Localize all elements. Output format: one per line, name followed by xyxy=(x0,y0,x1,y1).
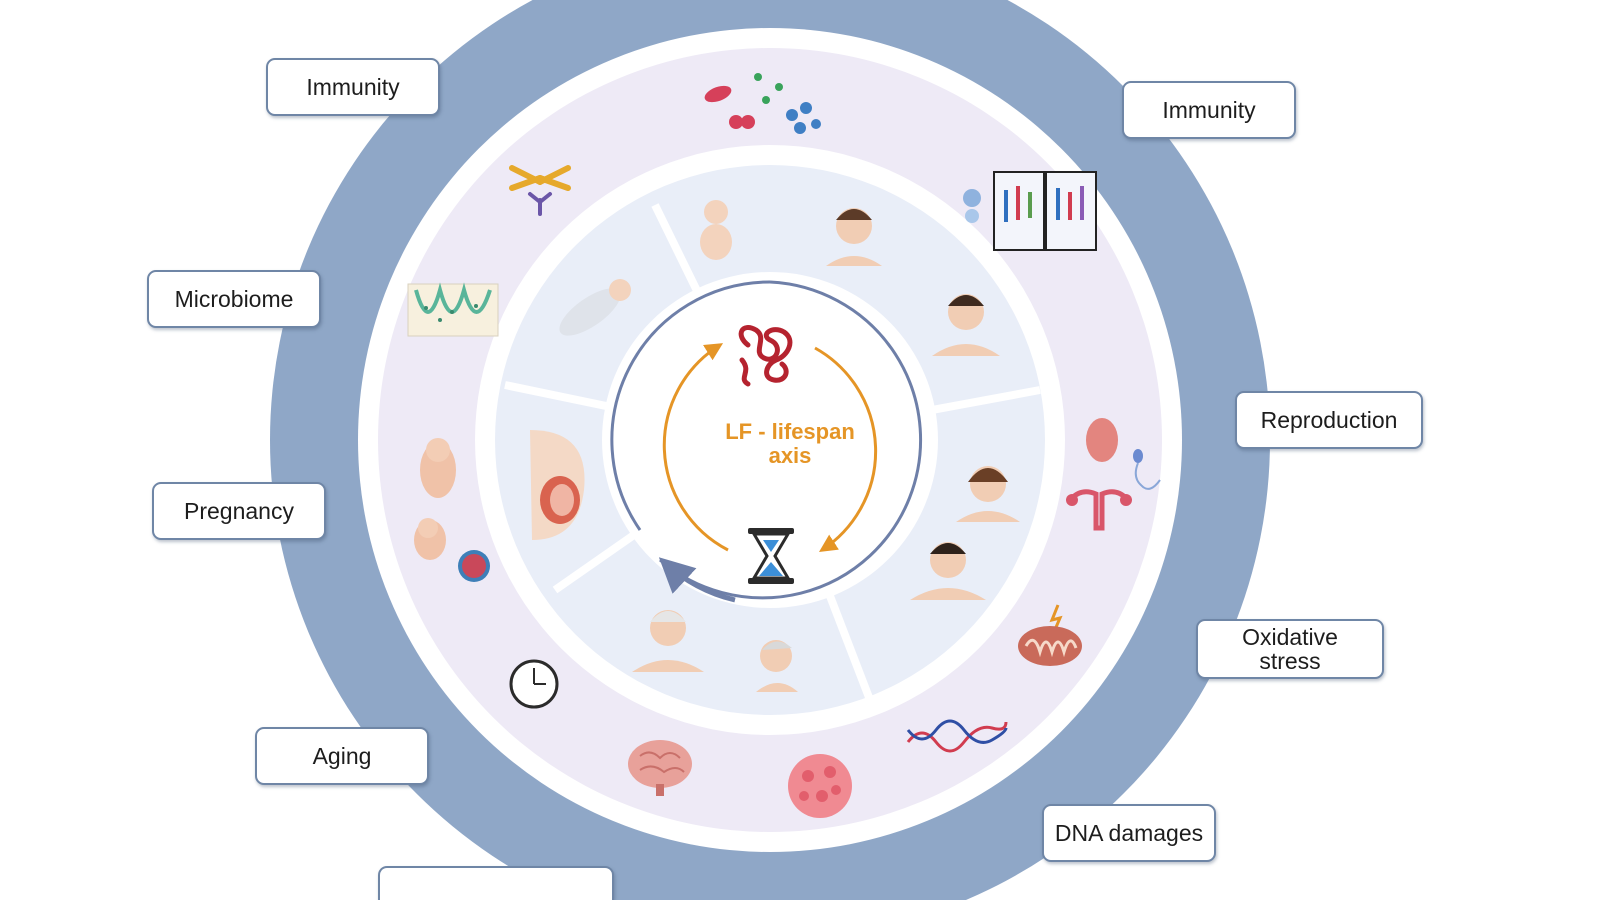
dna-strand-icon xyxy=(906,719,1008,753)
center-circle-arrow xyxy=(658,557,736,603)
oocyte-icon xyxy=(458,550,490,582)
center-circle xyxy=(659,280,923,600)
bacteria-icon xyxy=(704,73,821,134)
lactoferrin-protein-icon xyxy=(738,325,793,387)
orange-arrow-left xyxy=(662,343,729,552)
child-face-icon xyxy=(826,208,882,266)
center-gap xyxy=(602,272,938,608)
newborn-icon xyxy=(559,279,631,336)
antibody-icon xyxy=(509,165,571,216)
brain-icon xyxy=(628,740,692,796)
reproduction-label: Reproduction xyxy=(1235,391,1423,449)
immunity-left-label: Immunity xyxy=(266,58,440,116)
hourglass-icon xyxy=(748,528,794,584)
orange-arrow-right xyxy=(814,346,878,552)
center-circle-left-arc xyxy=(610,280,771,531)
adult-face-icon xyxy=(910,542,986,600)
elderly-face-icon xyxy=(632,610,704,672)
infant-icon xyxy=(700,200,732,260)
fetus-icon xyxy=(414,518,446,560)
microbiome-label: Microbiome xyxy=(147,270,321,328)
young-adult-face-icon xyxy=(932,294,1000,356)
tumor-cell-icon xyxy=(788,754,852,818)
center-title: LF - lifespan axis xyxy=(725,419,855,468)
immunity-right-label: Immunity xyxy=(1122,81,1296,139)
sperm-icon xyxy=(1133,449,1161,490)
pregnancy-label: Pregnancy xyxy=(152,482,326,540)
embryo-icon xyxy=(420,438,456,498)
oxidative-stress-label: Oxidative stress xyxy=(1196,619,1384,679)
cell-signaling-panel-icon xyxy=(963,171,1097,251)
pregnant-belly-icon xyxy=(530,430,585,540)
intestinal-villi-icon xyxy=(407,282,499,337)
old-man-profile-icon xyxy=(756,640,798,692)
clock-icon xyxy=(509,659,559,709)
reproductive-organs-icon xyxy=(1066,418,1132,531)
adolescent-face-icon xyxy=(956,466,1020,522)
mitochondria-icon xyxy=(1018,604,1082,666)
dna-damages-label: DNA damages xyxy=(1042,804,1216,862)
bottom-partial-label xyxy=(378,866,614,900)
aging-label: Aging xyxy=(255,727,429,785)
